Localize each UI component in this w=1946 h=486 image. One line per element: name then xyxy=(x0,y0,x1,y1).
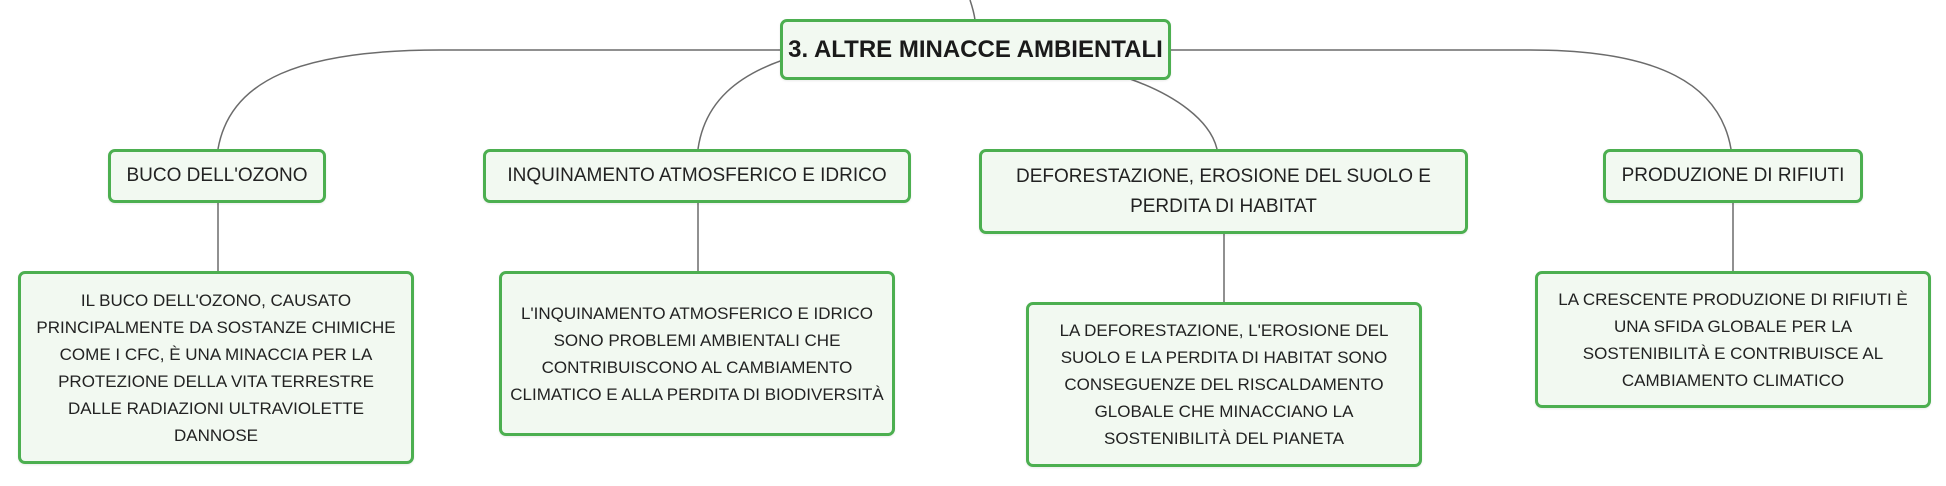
detail-text: IL BUCO DELL'OZONO, CAUSATO PRINCIPALMEN… xyxy=(36,290,396,445)
detail-node-deforestation[interactable]: LA DEFORESTAZIONE, L'EROSIONE DEL SUOLO … xyxy=(1026,302,1422,467)
detail-node-waste[interactable]: LA CRESCENTE PRODUZIONE DI RIFIUTI È UNA… xyxy=(1535,271,1931,408)
topic-label: INQUINAMENTO ATMOSFERICO E IDRICO xyxy=(507,165,887,186)
topic-label: DEFORESTAZIONE, EROSIONE DEL SUOLO E PER… xyxy=(1016,165,1431,217)
topic-node-waste[interactable]: PRODUZIONE DI RIFIUTI xyxy=(1603,149,1863,203)
connector-root-topic-4 xyxy=(1170,49,1732,150)
detail-node-pollution[interactable]: L'INQUINAMENTO ATMOSFERICO E IDRICO SONO… xyxy=(499,271,895,436)
topic-node-deforestation[interactable]: DEFORESTAZIONE, EROSIONE DEL SUOLO E PER… xyxy=(979,149,1468,234)
connector-root-topic-3 xyxy=(1129,78,1218,150)
topic-label: BUCO DELL'OZONO xyxy=(126,165,308,186)
detail-text: LA DEFORESTAZIONE, L'EROSIONE DEL SUOLO … xyxy=(1059,321,1389,448)
detail-text: L'INQUINAMENTO ATMOSFERICO E IDRICO SONO… xyxy=(510,303,884,404)
root-label: 3. ALTRE MINACCE AMBIENTALI xyxy=(788,35,1163,63)
topic-node-pollution[interactable]: INQUINAMENTO ATMOSFERICO E IDRICO xyxy=(483,149,911,203)
root-node[interactable]: 3. ALTRE MINACCE AMBIENTALI xyxy=(780,19,1171,80)
detail-text: LA CRESCENTE PRODUZIONE DI RIFIUTI È UNA… xyxy=(1558,289,1908,390)
topic-node-ozone-hole[interactable]: BUCO DELL'OZONO xyxy=(108,149,326,203)
connector-root-topic-1 xyxy=(217,49,783,150)
parent-connector xyxy=(969,0,976,21)
topic-label: PRODUZIONE DI RIFIUTI xyxy=(1621,165,1845,186)
connector-root-topic-2 xyxy=(697,59,784,150)
detail-node-ozone-hole[interactable]: IL BUCO DELL'OZONO, CAUSATO PRINCIPALMEN… xyxy=(18,271,414,464)
